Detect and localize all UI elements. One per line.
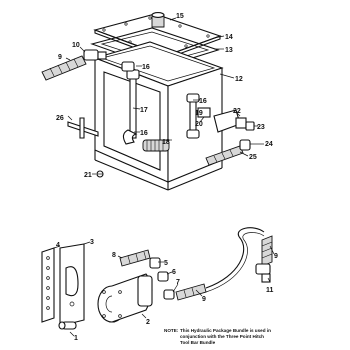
fitting-16-top	[121, 61, 135, 72]
callout-9-top: 9	[58, 54, 62, 61]
note-line-1: This Hydraulic Package Bundle is used in	[180, 328, 271, 333]
callout-24: 24	[265, 141, 273, 148]
callout-18: 18	[162, 139, 170, 146]
elbow-fitting	[122, 129, 138, 145]
hose-end-right	[261, 235, 273, 267]
callout-1: 1	[74, 335, 78, 342]
callout-22: 22	[233, 108, 241, 115]
hose-8	[119, 249, 151, 267]
valve-22	[213, 109, 247, 133]
callout-4: 4	[56, 242, 60, 249]
fitting-24	[239, 139, 251, 151]
callout-labels: 15 14 13 12 10 9 16 17 16 18 16 19 20 22…	[56, 13, 278, 342]
callout-16-mid: 16	[140, 130, 148, 137]
strainer	[142, 139, 170, 152]
callout-7: 7	[176, 279, 180, 286]
hose-left	[41, 55, 87, 81]
callout-17: 17	[140, 107, 148, 114]
callout-9-right: 9	[274, 253, 278, 260]
callout-19: 19	[195, 110, 203, 117]
callout-11: 11	[266, 287, 274, 294]
callout-23: 23	[257, 124, 265, 131]
leader-lines-top	[65, 17, 264, 175]
fitting-10	[83, 49, 107, 61]
fitting-23	[245, 121, 255, 131]
hose-25	[205, 145, 244, 166]
note-line-3: Tool Bar Bundle	[180, 340, 216, 345]
drain-plug	[96, 170, 104, 178]
callout-16-top: 16	[142, 64, 150, 71]
shaft-key	[58, 321, 77, 330]
callout-2: 2	[146, 319, 150, 326]
note-line-2: conjunction with the Three Point Hitch	[180, 334, 264, 339]
callout-26: 26	[56, 115, 64, 122]
callout-20: 20	[195, 121, 203, 128]
callout-13: 13	[225, 47, 233, 54]
package-note: NOTE: This Hydraulic Package Bundle is u…	[164, 328, 271, 345]
callout-25: 25	[249, 154, 257, 161]
callout-15: 15	[176, 13, 184, 20]
hydraulic-motor	[97, 273, 153, 323]
motor-fittings	[149, 257, 175, 300]
note-lead: NOTE:	[164, 328, 179, 333]
callout-5: 5	[164, 260, 168, 267]
pressure-line	[205, 227, 265, 293]
motor-bracket	[59, 243, 85, 327]
callout-9-bottom: 9	[202, 296, 206, 303]
filler-cap	[151, 12, 165, 28]
callout-10: 10	[72, 42, 80, 49]
callout-8: 8	[112, 252, 116, 259]
leader-lines-bottom	[53, 241, 275, 337]
callout-6: 6	[172, 269, 176, 276]
callout-16-right: 16	[199, 98, 207, 105]
mounting-bracket	[67, 117, 99, 139]
mounting-plate	[41, 247, 55, 323]
callout-21: 21	[84, 172, 92, 179]
quick-coupler	[255, 263, 271, 283]
callout-12: 12	[235, 76, 243, 83]
callout-14: 14	[225, 34, 233, 41]
callout-3: 3	[90, 239, 94, 246]
